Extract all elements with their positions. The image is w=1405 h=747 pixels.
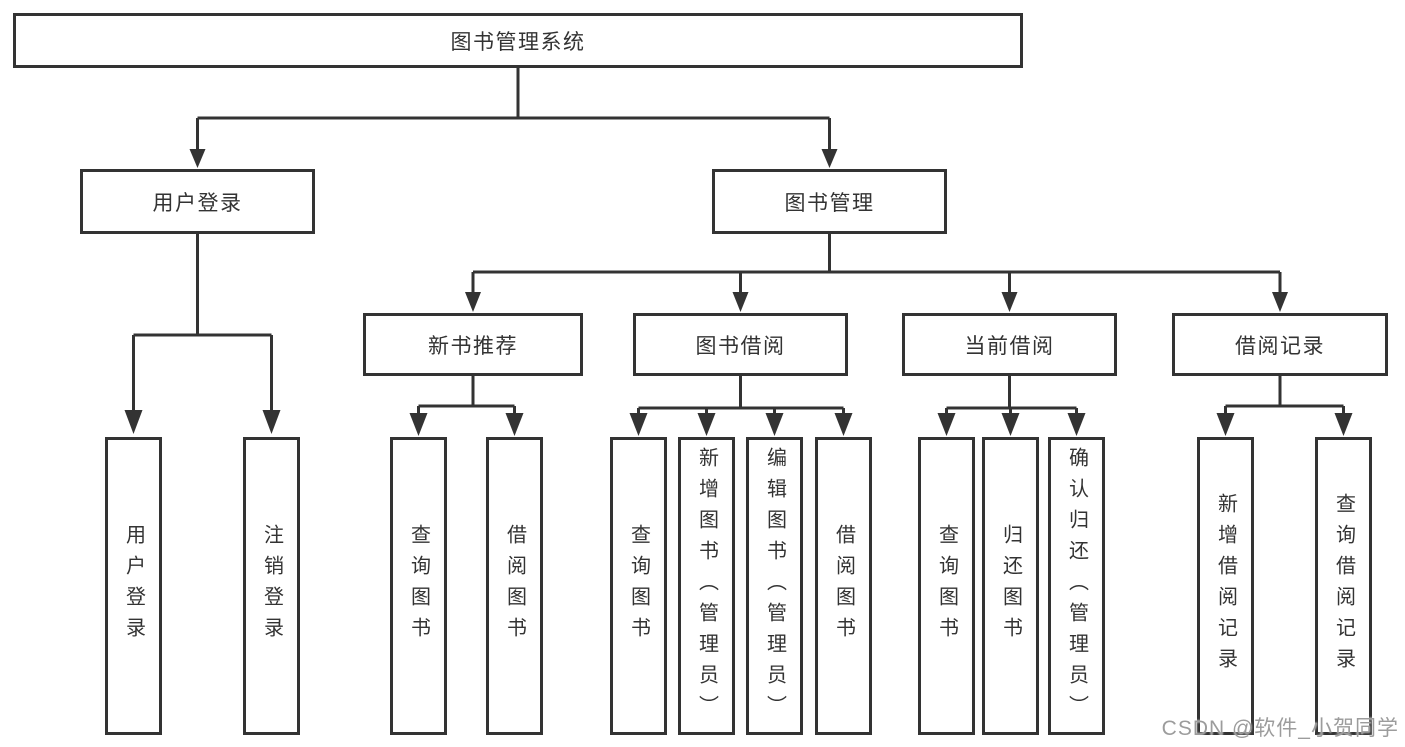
node-label: 归还图书 <box>999 524 1022 648</box>
leaf-cb-return-books: 归还图书 <box>982 437 1039 735</box>
leaf-br-add-borrow-record: 新增借阅记录 <box>1197 437 1254 735</box>
node-label: 查询图书 <box>627 524 650 648</box>
leaf-bb-add-books-admin: 新增图书（管理员） <box>678 437 735 735</box>
node-borrowing-records: 借阅记录 <box>1172 313 1388 376</box>
leaf-user-login: 用户登录 <box>105 437 162 735</box>
node-label: 查询借阅记录 <box>1332 493 1355 679</box>
leaf-bb-edit-books-admin: 编辑图书（管理员） <box>746 437 803 735</box>
node-label: 编辑图书（管理员） <box>763 446 786 726</box>
leaf-nb-query-books: 查询图书 <box>390 437 447 735</box>
leaf-cb-query-books: 查询图书 <box>918 437 975 735</box>
node-label: 用户登录 <box>152 191 243 215</box>
node-label: 借阅图书 <box>832 524 855 648</box>
node-book-borrowing: 图书借阅 <box>633 313 848 376</box>
node-label: 用户登录 <box>122 524 145 648</box>
node-label: 新增借阅记录 <box>1214 493 1237 679</box>
node-label: 注销登录 <box>260 524 283 648</box>
leaf-br-query-borrow-record: 查询借阅记录 <box>1315 437 1372 735</box>
node-label: 当前借阅 <box>964 334 1055 358</box>
node-label: 图书管理 <box>784 191 875 215</box>
node-library-management-system: 图书管理系统 <box>13 13 1023 68</box>
node-current-borrowing: 当前借阅 <box>902 313 1117 376</box>
node-label: 图书借阅 <box>695 334 786 358</box>
node-book-management: 图书管理 <box>712 169 947 234</box>
node-label: 查询图书 <box>935 524 958 648</box>
leaf-nb-borrow-books: 借阅图书 <box>486 437 543 735</box>
leaf-logout: 注销登录 <box>243 437 300 735</box>
leaf-cb-confirm-return-admin: 确认归还（管理员） <box>1048 437 1105 735</box>
node-new-book-recommendation: 新书推荐 <box>363 313 583 376</box>
watermark: CSDN @软件_小贺同学 <box>1161 717 1399 740</box>
node-label: 查询图书 <box>407 524 430 648</box>
node-label: 图书管理系统 <box>450 30 586 54</box>
node-label: 借阅图书 <box>503 524 526 648</box>
node-label: 新增图书（管理员） <box>695 446 718 726</box>
node-user-login: 用户登录 <box>80 169 315 234</box>
leaf-bb-query-books: 查询图书 <box>610 437 667 735</box>
node-label: 借阅记录 <box>1235 334 1325 358</box>
node-label: 新书推荐 <box>428 334 518 358</box>
leaf-bb-borrow-books: 借阅图书 <box>815 437 872 735</box>
node-label: 确认归还（管理员） <box>1065 446 1088 726</box>
